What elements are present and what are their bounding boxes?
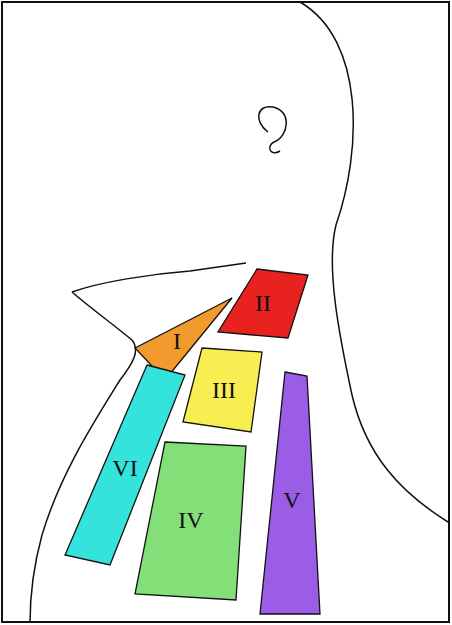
level-region: III xyxy=(183,348,262,432)
level-region: V xyxy=(260,372,320,614)
region-fill xyxy=(135,442,246,600)
ear xyxy=(259,107,287,153)
level-region: IV xyxy=(135,442,246,600)
region-fill xyxy=(183,348,262,432)
region-fill xyxy=(218,269,308,338)
region-fill xyxy=(65,365,185,565)
level-number: I xyxy=(173,329,181,353)
head-back-line xyxy=(300,2,448,522)
level-region: II xyxy=(218,269,308,338)
region-fill xyxy=(260,372,320,614)
jaw-line xyxy=(72,263,246,292)
level-region: VI xyxy=(65,365,185,565)
level-number: VI xyxy=(112,456,137,480)
level-number: IV xyxy=(178,508,203,532)
level-number: II xyxy=(255,291,271,315)
level-number: V xyxy=(283,488,300,512)
level-number: III xyxy=(212,378,236,402)
